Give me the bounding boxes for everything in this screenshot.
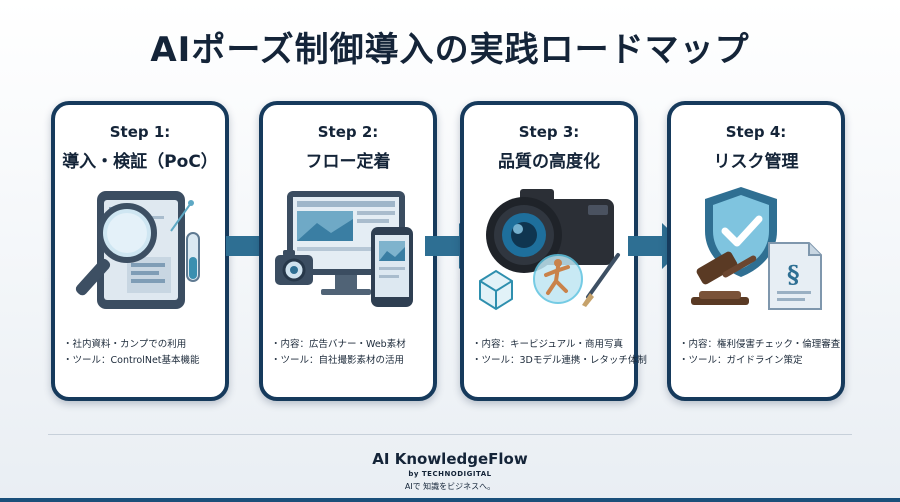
bullet-item: ・内容：権利侵害チェック・倫理審査 xyxy=(679,339,841,350)
bottom-accent-bar xyxy=(0,498,900,502)
svg-text:§: § xyxy=(787,260,800,289)
step-number: Step 1: xyxy=(109,123,171,141)
step-name: 導入・検証（PoC） xyxy=(62,152,218,172)
step-name: フロー定着 xyxy=(305,152,391,172)
footer-brand: AI KnowledgeFlow xyxy=(372,450,528,468)
bullet-item: ・内容：広告バナー・Web素材 xyxy=(271,339,406,350)
bullet-item: ・内容：キービジュアル・商用写真 xyxy=(472,339,624,350)
footer-tagline: AIで 知識をビジネスへ。 xyxy=(404,482,496,491)
step-bullets: ・内容：広告バナー・Web素材 ・ツール：自社撮影素材の活用 xyxy=(271,337,427,369)
step-number: Step 2: xyxy=(317,123,379,141)
step-card-2: Step 2: フロー定着 ・内容：広告バナー・Web素材 ・ツール：自社撮影素… xyxy=(259,101,437,401)
step-bullets: ・社内資料・カンプでの利用 ・ツール：ControlNet基本機能 xyxy=(63,337,219,369)
bullet-item: ・ツール：ガイドライン策定 xyxy=(679,355,803,366)
magnifier-tablet-icon xyxy=(75,191,200,309)
footer-divider xyxy=(48,434,852,435)
bullet-item: ・社内資料・カンプでの利用 xyxy=(63,339,187,350)
step-card-4: Step 4: リスク管理 § ・内容：権利侵害チェック・倫理審査 ・ツール：ガ… xyxy=(667,101,845,401)
monitor-phone-camera-icon xyxy=(275,191,413,307)
camera-3d-pose-icon xyxy=(479,189,620,311)
step-name: 品質の高度化 xyxy=(498,152,600,172)
bullet-item: ・ツール：ControlNet基本機能 xyxy=(63,355,200,366)
step-bullets: ・内容：キービジュアル・商用写真 ・ツール：3Dモデル連携・レタッチ体制 xyxy=(472,337,647,369)
step-number: Step 3: xyxy=(518,123,580,141)
page-title: AIポーズ制御導入の実践ロードマップ xyxy=(150,30,750,70)
footer-byline: by TECHNODIGITAL xyxy=(408,470,492,478)
step-card-1: Step 1: 導入・検証（PoC） ・社内資料・カンプでの利用 ・ツール：Co… xyxy=(51,101,229,401)
bullet-item: ・ツール：3Dモデル連携・レタッチ体制 xyxy=(472,355,647,366)
step-bullets: ・内容：権利侵害チェック・倫理審査 ・ツール：ガイドライン策定 xyxy=(679,337,841,369)
bullet-item: ・ツール：自社撮影素材の活用 xyxy=(271,355,405,366)
step-name: リスク管理 xyxy=(713,152,799,172)
step-card-3: Step 3: 品質の高度化 ・内容：キービジュアル・商用写真 ・ツール：3Dモ… xyxy=(460,101,647,401)
shield-gavel-document-icon: § xyxy=(691,187,822,310)
step-number: Step 4: xyxy=(725,123,787,141)
